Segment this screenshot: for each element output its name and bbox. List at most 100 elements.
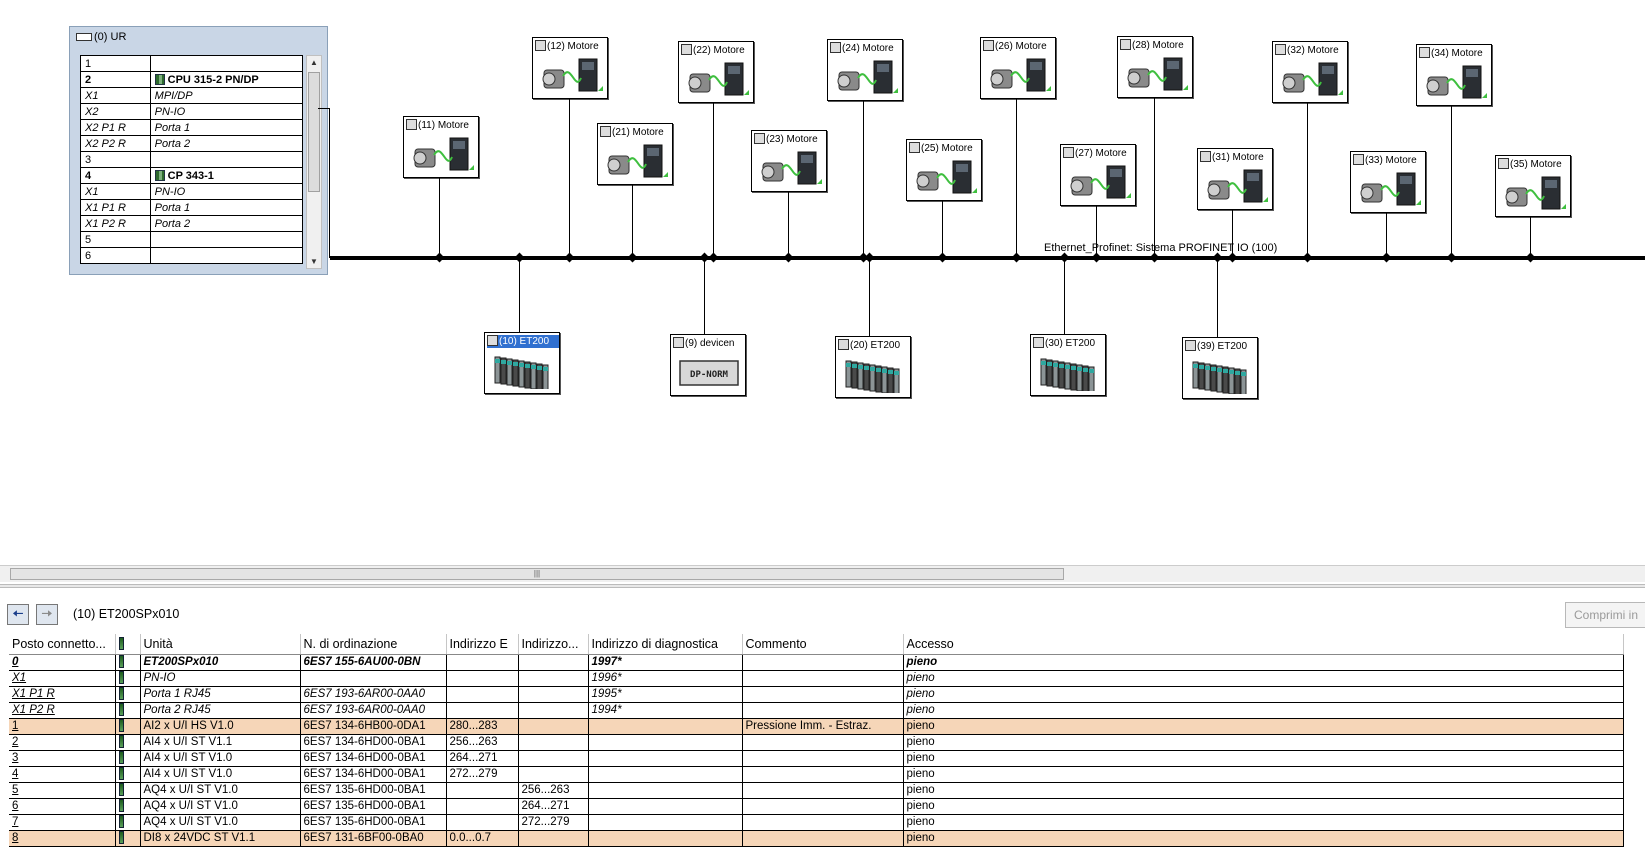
device-connection-line xyxy=(863,101,864,256)
column-header[interactable]: Commento xyxy=(742,634,904,655)
rack-slot-row[interactable]: 6 xyxy=(80,247,303,264)
rack-scroll-thumb[interactable] xyxy=(308,72,320,192)
scroll-down-icon[interactable]: ▼ xyxy=(310,257,318,266)
device-drive[interactable]: (32) Motore xyxy=(1272,41,1348,103)
device-drive[interactable]: (35) Motore xyxy=(1495,155,1571,217)
cell-diag xyxy=(588,718,743,735)
device-label-text: (35) Motore xyxy=(1510,159,1562,170)
cell-diag xyxy=(588,734,743,751)
motor-drive-icon xyxy=(412,135,474,173)
cell-slot: X1 xyxy=(9,670,116,687)
rack-slot-module xyxy=(150,247,303,264)
column-header[interactable]: N. di ordinazione xyxy=(300,634,447,655)
scroll-up-icon[interactable]: ▲ xyxy=(310,58,318,67)
device-drive[interactable]: (25) Motore xyxy=(906,139,982,201)
column-header[interactable]: Indirizzo... xyxy=(518,634,589,655)
column-header[interactable] xyxy=(115,634,141,655)
device-drive[interactable]: (23) Motore xyxy=(751,130,827,192)
rack-slot-row[interactable]: 1 xyxy=(80,55,303,72)
forward-arrow-icon[interactable]: 🠦 xyxy=(36,604,58,625)
device-drive[interactable]: (26) Motore xyxy=(980,37,1056,99)
cell-ie xyxy=(446,782,519,799)
device-drive[interactable]: (12) Motore xyxy=(532,37,608,99)
unit-icon-cell xyxy=(115,750,141,767)
device-drive[interactable]: (34) Motore xyxy=(1416,44,1492,106)
rack-slot-row[interactable]: 3 xyxy=(80,151,303,168)
profinet-bus[interactable] xyxy=(330,256,1645,260)
device-drive[interactable]: (33) Motore xyxy=(1350,151,1426,213)
device-et200[interactable]: (10) ET200 xyxy=(484,332,560,394)
compress-button[interactable]: Comprimi in xyxy=(1565,602,1645,628)
column-header[interactable]: Accesso xyxy=(903,634,1624,655)
device-et200[interactable]: (30) ET200 xyxy=(1030,334,1106,396)
rack-slot-row[interactable]: 5 xyxy=(80,231,303,248)
device-label-text: (22) Motore xyxy=(693,45,745,56)
rack-slot-module: Porta 2 xyxy=(150,215,303,232)
horizontal-scroll-thumb[interactable]: ||| xyxy=(10,568,1064,580)
device-drive[interactable]: (27) Motore xyxy=(1060,144,1136,206)
et200-module-icon xyxy=(844,355,906,396)
cell-order: 6ES7 134-6HD00-0BA1 xyxy=(300,766,447,783)
column-header[interactable]: Indirizzo E xyxy=(446,634,519,655)
bus-junction xyxy=(514,252,525,263)
cell-diag xyxy=(588,766,743,783)
rack-slot-number: X1 xyxy=(80,87,151,104)
pane-splitter[interactable] xyxy=(0,584,1645,588)
device-drive[interactable]: (28) Motore xyxy=(1117,36,1193,98)
device-drive[interactable]: (24) Motore xyxy=(827,39,903,101)
device-connection-line xyxy=(1307,103,1308,256)
rack-module-name: PN-IO xyxy=(154,105,186,118)
device-drive[interactable]: (22) Motore xyxy=(678,41,754,103)
device-drive[interactable]: (11) Motore xyxy=(403,116,479,178)
column-header[interactable]: Unità xyxy=(140,634,301,655)
bus-junction xyxy=(708,252,719,263)
bus-junction xyxy=(1525,252,1536,263)
column-header[interactable]: Indirizzo di diagnostica xyxy=(588,634,743,655)
cell-diag: 1997* xyxy=(588,654,743,671)
device-module-icon xyxy=(983,40,994,51)
device-label-text: (12) Motore xyxy=(547,41,599,52)
unit-icon-cell xyxy=(115,766,141,783)
device-et200[interactable]: (20) ET200 xyxy=(835,336,911,398)
device-et200[interactable]: (39) ET200 xyxy=(1182,337,1258,399)
cell-access: pieno xyxy=(903,686,1624,703)
column-header[interactable]: Posto connetto... xyxy=(9,634,116,655)
device-drive[interactable]: (21) Motore xyxy=(597,123,673,185)
device-label: (24) Motore xyxy=(830,42,902,55)
rack-slot-number: X2 P2 R xyxy=(80,135,151,152)
horizontal-scrollbar[interactable]: ||| xyxy=(0,565,1645,582)
device-module-icon xyxy=(1419,47,1430,58)
device-drive[interactable]: (31) Motore xyxy=(1197,148,1273,210)
device-module-icon xyxy=(1120,39,1131,50)
rack-module-name: CPU 315-2 PN/DP xyxy=(167,73,259,86)
bus-junction xyxy=(627,252,638,263)
unit-icon xyxy=(118,686,124,700)
rack-slot-module xyxy=(150,231,303,248)
back-arrow-icon[interactable]: 🠤 xyxy=(7,604,29,625)
